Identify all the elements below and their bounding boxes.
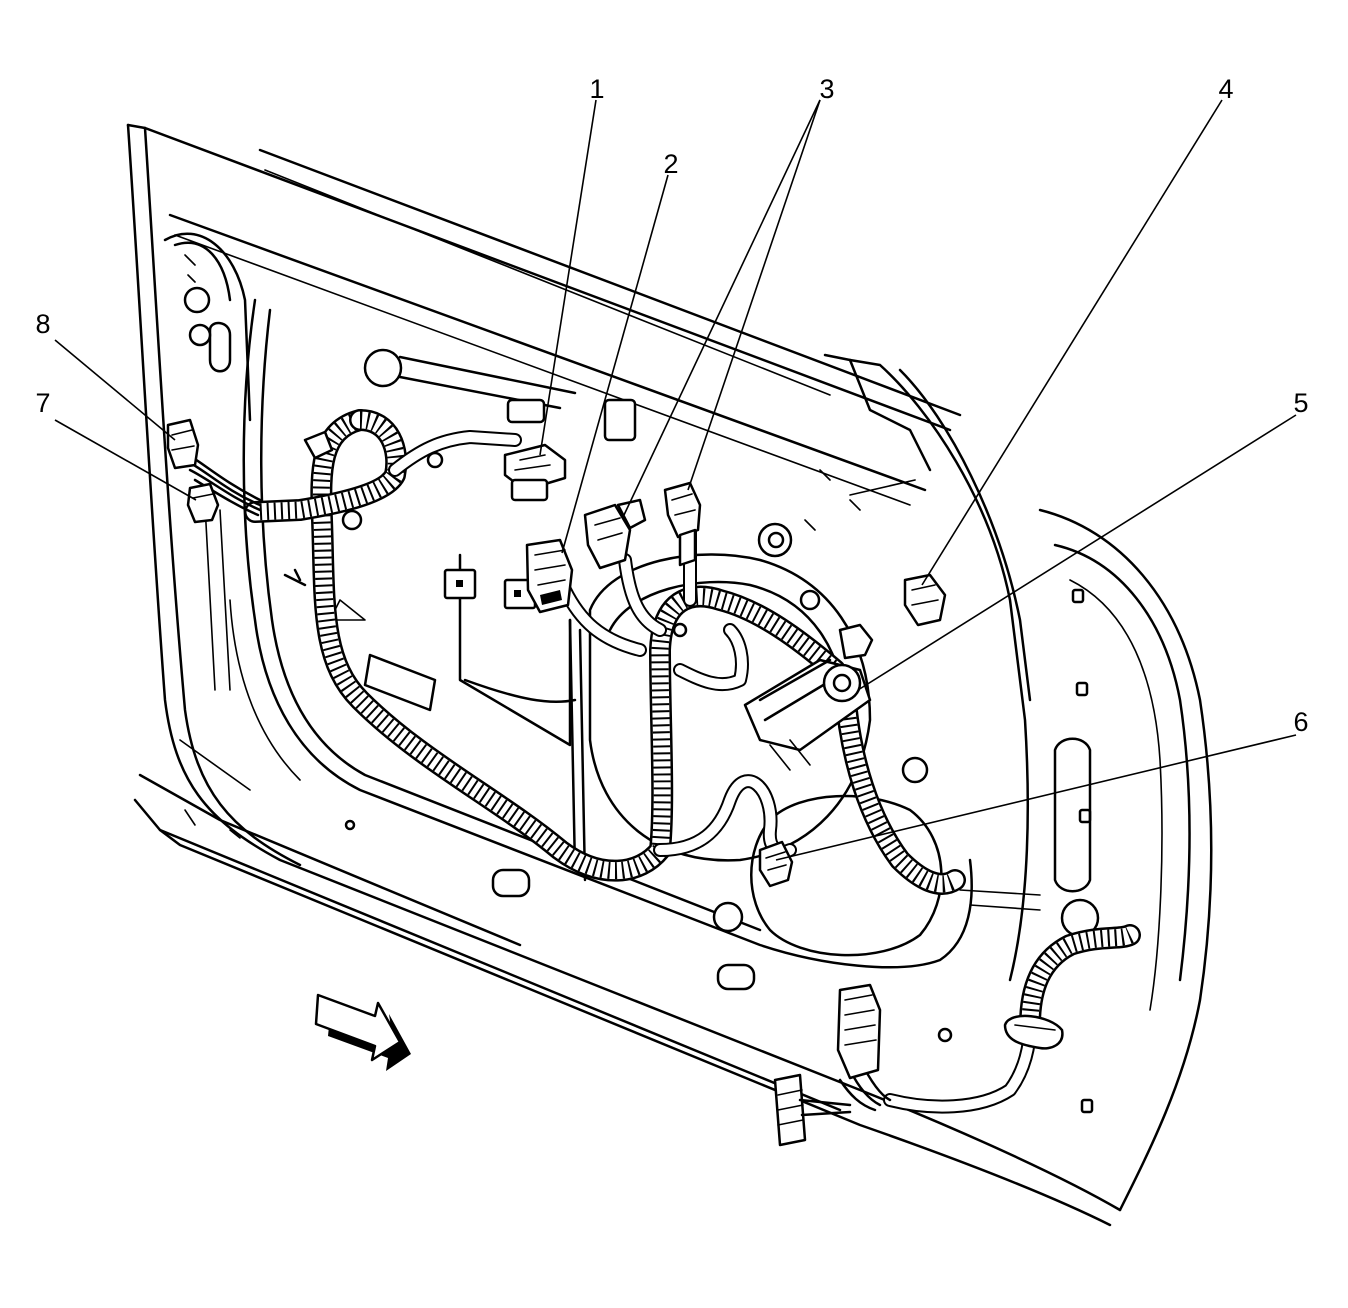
forward-arrow-icon [314, 993, 411, 1071]
callout-8: 8 [35, 309, 50, 339]
callout-labels: 1 2 3 4 5 6 7 8 [35, 74, 1308, 737]
callout-7: 7 [35, 388, 50, 418]
callout-3: 3 [819, 74, 834, 104]
connector-1 [503, 443, 567, 502]
connector-2 [525, 538, 574, 614]
callout-6: 6 [1293, 707, 1308, 737]
connector-4 [903, 573, 947, 627]
connector-3b [663, 481, 702, 567]
motor-5 [743, 623, 874, 771]
connector-3a [583, 498, 647, 570]
callout-leaders [54, 99, 1297, 861]
callout-4: 4 [1218, 74, 1233, 104]
grommet [1003, 1014, 1064, 1050]
connector-8 [166, 418, 200, 470]
connector-7 [186, 482, 220, 524]
callout-2: 2 [663, 149, 678, 179]
connector-6 [758, 840, 794, 888]
callout-5: 5 [1293, 388, 1308, 418]
callout-1: 1 [589, 74, 604, 104]
components [166, 418, 1064, 1147]
bottom-connector [773, 983, 882, 1147]
